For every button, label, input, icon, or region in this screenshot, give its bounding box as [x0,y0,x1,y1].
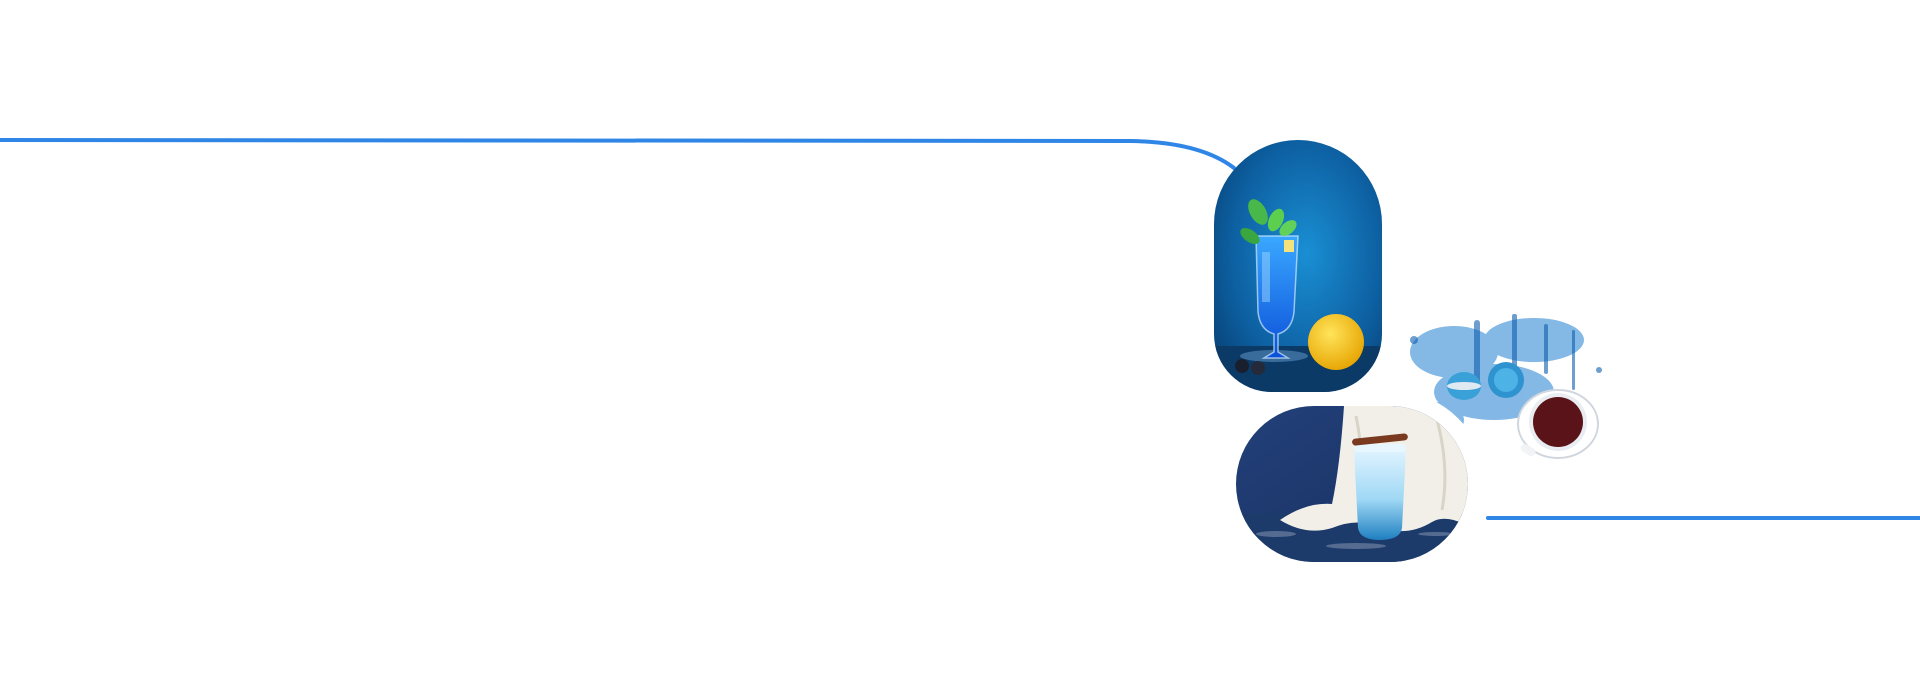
blue-cocktail-photo [1214,140,1382,392]
top-accent-line [0,138,1236,170]
blue-latte-photo [1236,406,1468,562]
